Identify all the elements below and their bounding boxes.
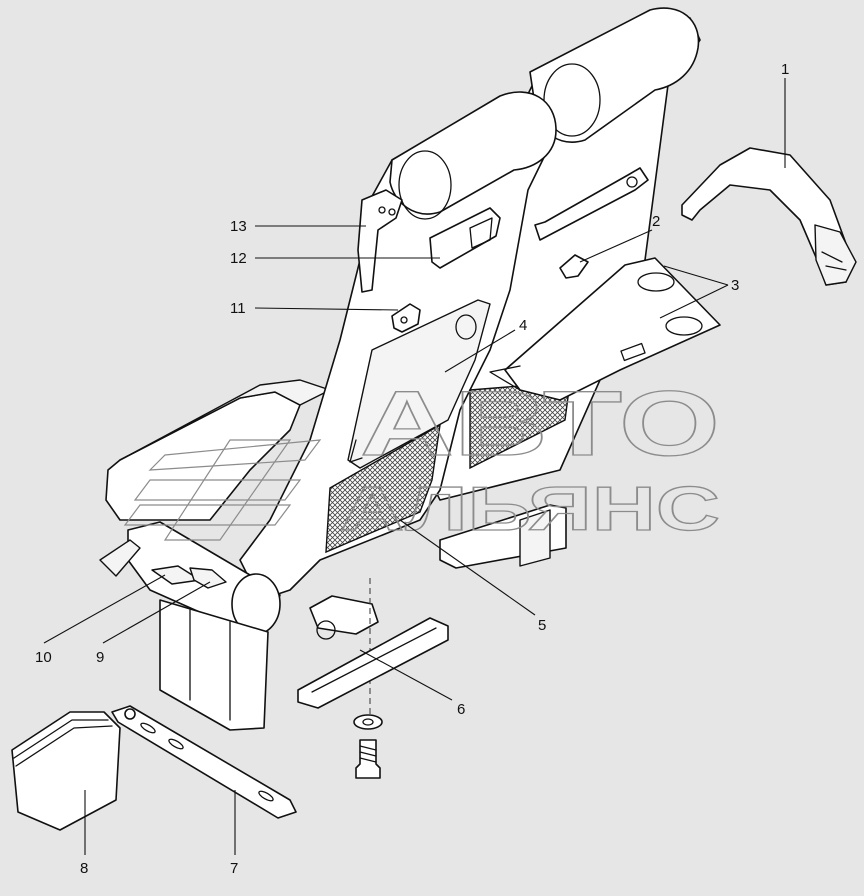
callout-1: 1: [781, 61, 789, 78]
callout-5: 5: [538, 617, 546, 634]
washer: [353, 714, 383, 730]
grab-handle-insert: [469, 217, 493, 249]
callout-2: 2: [652, 213, 660, 230]
cup-holder-1: [637, 272, 675, 292]
callout-10: 10: [35, 649, 52, 666]
mount-bracket: [309, 595, 379, 635]
callout-6: 6: [457, 701, 465, 718]
bracket-rivet: [124, 708, 136, 720]
callout-7: 7: [230, 860, 238, 877]
armrest-front-lip: [99, 539, 141, 577]
bolt-thread: [359, 745, 377, 763]
panel-latch: [349, 439, 363, 463]
table-hinge: [489, 365, 521, 391]
armrest-cover-ribs: [821, 251, 847, 271]
bracket-hole: [316, 620, 336, 640]
seat-leg-ribs: [189, 609, 231, 721]
panel-round-knob: [455, 314, 477, 340]
armrest-control-9: [189, 567, 227, 589]
latch-screw: [400, 316, 408, 324]
bin-rim-1: [13, 719, 109, 759]
watermark-line2: АЛЬЯНС: [340, 475, 720, 544]
cup-holder-2: [665, 316, 703, 336]
callout-12: 12: [230, 250, 247, 267]
watermark-logo-stripes: [123, 439, 322, 541]
rear-rail-bracket: [519, 509, 551, 567]
callout-13: 13: [230, 218, 247, 235]
right-back-handle: [534, 167, 649, 241]
seat-cushion: [105, 391, 301, 521]
watermark-line1: АВТО: [360, 373, 720, 475]
bracket-slot-3: [258, 790, 274, 802]
handle-screw: [626, 176, 638, 188]
table-slot: [620, 342, 646, 362]
floor-rail-groove: [311, 627, 437, 693]
armrest-cover-end: [814, 224, 857, 286]
fold-table-3: [504, 257, 721, 401]
litter-bin-8: [11, 711, 121, 831]
callout-3: 3: [731, 277, 739, 294]
side-handle-screw-2: [388, 208, 396, 216]
bracket-slot-1: [140, 722, 156, 734]
mesh-pocket-left: [325, 423, 441, 554]
bin-bracket-7: [111, 705, 297, 819]
coat-hook-2: [559, 254, 589, 279]
callout-9: 9: [96, 649, 104, 666]
left-headrest-roll: [398, 150, 452, 220]
leader-lines: [43, 78, 786, 855]
bin-rim-2: [15, 725, 113, 767]
seat-leg: [159, 599, 269, 731]
floor-rail-6: [297, 617, 449, 709]
callout-8: 8: [80, 860, 88, 877]
washer-hole: [362, 718, 374, 726]
callout-labels: 1 2 3 4 5 6 7 8 9 10 11 12 13: [35, 61, 789, 877]
bracket-slot-2: [168, 738, 184, 750]
callout-4: 4: [519, 317, 527, 334]
callout-11: 11: [230, 300, 246, 317]
side-handle-screw-1: [378, 206, 386, 214]
seat-cushion-back-edge: [119, 379, 331, 461]
